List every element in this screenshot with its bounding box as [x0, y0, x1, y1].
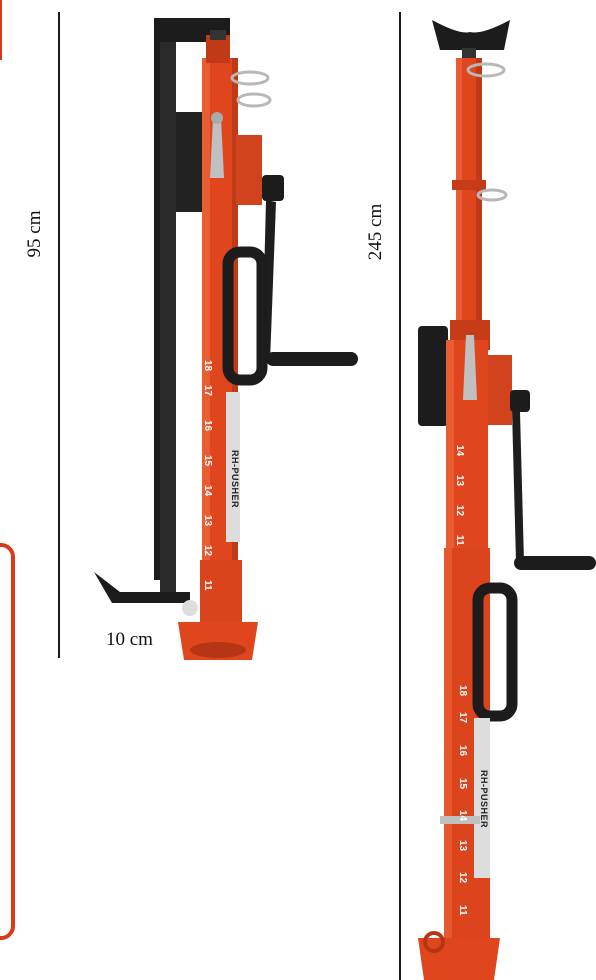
red-outline-frame — [0, 543, 15, 940]
lower-scale-11: 11 — [457, 905, 468, 916]
lower-scale-13: 13 — [457, 840, 468, 852]
scale-16: 16 — [202, 420, 213, 432]
scale-18: 18 — [202, 360, 213, 372]
scale-15: 15 — [202, 455, 213, 467]
lower-scale-17: 17 — [457, 712, 468, 724]
brand-label: RH-PUSHER — [230, 450, 240, 508]
scale-17: 17 — [202, 385, 213, 397]
scale-13: 13 — [202, 515, 213, 527]
retracted-scale: 18 17 16 15 14 13 12 11 — [202, 360, 213, 591]
foot-height-line — [0, 0, 2, 60]
extended-pusher: RH-PUSHER — [418, 20, 596, 980]
extended-height-line — [399, 12, 401, 980]
extended-lower-scale: 18 17 16 15 14 13 12 11 — [457, 685, 468, 916]
lower-scale-12: 12 — [457, 872, 468, 884]
scale-11: 11 — [202, 580, 213, 591]
lower-scale-16: 16 — [457, 745, 468, 757]
foot-height-label: 10 cm — [106, 629, 153, 650]
extended-upper-scale: 14 13 12 11 — [454, 445, 465, 546]
scale-12: 12 — [202, 545, 213, 557]
upper-scale-11: 11 — [454, 535, 465, 546]
brand-label-extended: RH-PUSHER — [479, 770, 489, 828]
retracted-pusher: RH-PUSHER — [94, 18, 358, 660]
retracted-height-line — [58, 12, 60, 658]
upper-scale-12: 12 — [454, 505, 465, 517]
lower-scale-14: 14 — [457, 810, 468, 822]
lower-scale-18: 18 — [457, 685, 468, 697]
upper-scale-14: 14 — [454, 445, 465, 457]
scale-14: 14 — [202, 485, 213, 497]
lower-scale-15: 15 — [457, 778, 468, 790]
upper-scale-13: 13 — [454, 475, 465, 487]
